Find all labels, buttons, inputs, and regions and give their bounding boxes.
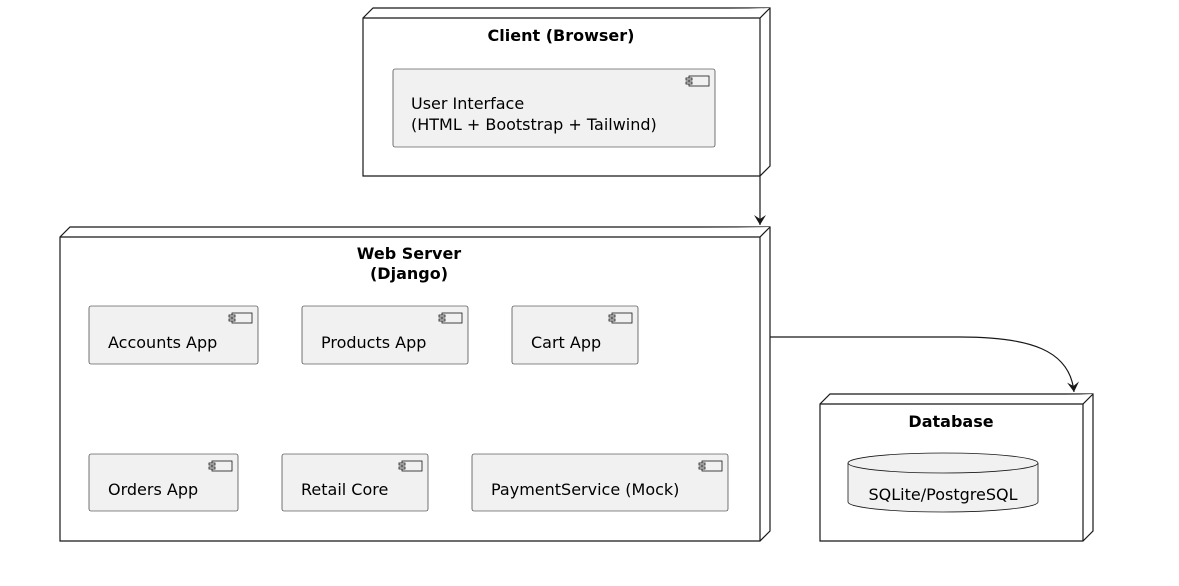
accounts-app-component: Accounts App bbox=[88, 305, 259, 365]
user-interface-box bbox=[392, 68, 716, 148]
cart-app-box bbox=[511, 305, 639, 365]
user-interface-component: User Interface (HTML + Bootstrap + Tailw… bbox=[392, 68, 716, 148]
user-interface-label: User Interface bbox=[411, 94, 524, 113]
web-server-node-subtitle: (Django) bbox=[370, 264, 448, 283]
component-icon bbox=[228, 312, 253, 324]
payment-service-component: PaymentService (Mock) bbox=[471, 453, 729, 512]
orders-app-label: Orders App bbox=[108, 480, 198, 499]
retail-core-box bbox=[281, 453, 429, 512]
client-node: Client (Browser) User Interface (HTML + … bbox=[362, 7, 771, 177]
component-icon bbox=[685, 75, 710, 87]
client-node-title: Client (Browser) bbox=[488, 26, 635, 45]
database-storage: SQLite/PostgreSQL bbox=[847, 452, 1039, 513]
component-icon bbox=[698, 460, 723, 472]
cart-app-component: Cart App bbox=[511, 305, 639, 365]
payment-service-label: PaymentService (Mock) bbox=[491, 480, 679, 499]
accounts-app-label: Accounts App bbox=[108, 333, 217, 352]
cart-app-label: Cart App bbox=[531, 333, 601, 352]
database-node: Database SQLite/PostgreSQL bbox=[819, 393, 1094, 542]
user-interface-tech-label: (HTML + Bootstrap + Tailwind) bbox=[411, 115, 657, 134]
products-app-component: Products App bbox=[301, 305, 469, 365]
component-icon bbox=[608, 312, 633, 324]
component-icon bbox=[438, 312, 463, 324]
component-icon bbox=[398, 460, 423, 472]
web-server-node-title: Web Server bbox=[357, 244, 462, 263]
products-app-label: Products App bbox=[321, 333, 426, 352]
accounts-app-box bbox=[88, 305, 259, 365]
cylinder-top bbox=[847, 452, 1039, 474]
server-to-database-arrow bbox=[770, 336, 1080, 393]
retail-core-component: Retail Core bbox=[281, 453, 429, 512]
products-app-box bbox=[301, 305, 469, 365]
cylinder-body bbox=[847, 463, 1039, 513]
database-node-title: Database bbox=[908, 412, 993, 431]
database-storage-label: SQLite/PostgreSQL bbox=[869, 485, 1018, 504]
orders-app-component: Orders App bbox=[88, 453, 239, 512]
retail-core-label: Retail Core bbox=[301, 480, 388, 499]
orders-app-box bbox=[88, 453, 239, 512]
web-server-node: Web Server (Django) Accounts App Product… bbox=[59, 226, 771, 542]
payment-service-box bbox=[471, 453, 729, 512]
component-icon bbox=[208, 460, 233, 472]
